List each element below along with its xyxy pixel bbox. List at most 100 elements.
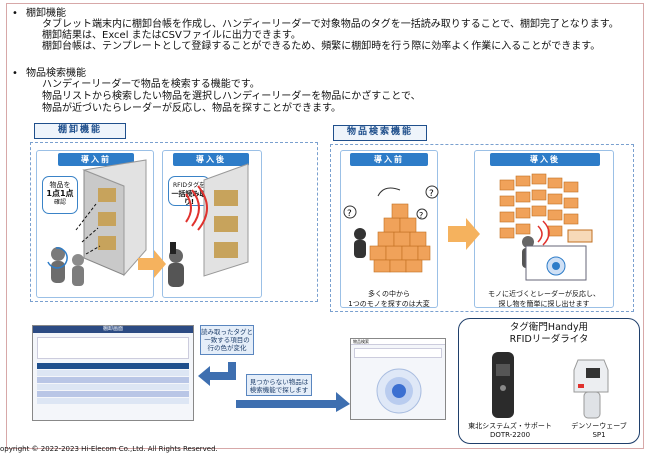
box-icon: [98, 188, 116, 202]
device1-label: 東北システムズ・サポート DOTR-2200: [459, 422, 561, 440]
screen-form: [354, 348, 442, 358]
radar-display: [376, 368, 422, 414]
bubble-line-3: 確認: [53, 199, 66, 206]
section2-line-3: 物品が近づいたらレーダーが反応し、物品を探すことができます。: [42, 103, 341, 114]
section1-line-2: 棚卸結果は、Excel またはCSVファイルに出力できます。: [42, 30, 301, 41]
search-diagram: [330, 144, 634, 312]
device1-model: DOTR-2200: [489, 431, 531, 439]
table-row: [37, 370, 189, 376]
section2-line-1: ハンディーリーダーで物品を検索する機能です。: [42, 79, 260, 90]
person-body-icon: [51, 261, 65, 283]
screen-table-header: [37, 363, 189, 369]
screen-title-bar: 棚卸画面: [33, 326, 193, 333]
box-icon: [98, 236, 116, 250]
radar-center-icon: [552, 262, 560, 270]
inventory-after-bubble: RFIDタグを 一括読み取り!: [168, 176, 210, 206]
bullet-1: •: [12, 8, 18, 19]
table-row: [37, 377, 189, 383]
question-icon: [425, 185, 439, 199]
screen-form: [37, 337, 189, 359]
transition-arrow-icon: [138, 250, 166, 278]
section1-heading: 棚卸機能: [26, 8, 66, 19]
search-after-label: 導入後: [490, 153, 600, 166]
read-tags-note: 読み取ったタグと 一致する項目の 行の色が変化: [200, 325, 254, 355]
inventory-illustration: [47, 159, 249, 287]
section1-line-3: 棚卸台帳は、テンプレートとして登録することができるため、頻繁に棚卸時を行う際に効…: [42, 41, 601, 52]
screen-title-bar: 物品検索: [351, 339, 445, 345]
caption-line-1: 多くの中から: [368, 290, 410, 298]
table-row: [37, 398, 189, 404]
box-icon: [98, 212, 116, 226]
note-line-2: 一致する項目の: [204, 336, 250, 344]
box-pile-icon: [369, 203, 431, 273]
cycle-arrow-icon: [47, 247, 68, 269]
device1-maker: 東北システムズ・サポート: [468, 422, 552, 430]
device-button-icon: [500, 385, 506, 391]
section1-line-1: タブレット端末内に棚卸台帳を作成し、ハンディーリーダーで対象物品のタグを一括読み…: [42, 19, 619, 30]
forward-arrow-icon: [236, 392, 350, 412]
section2-line-2: 物品リストから検索したい物品を選択しハンディーリーダーを物品にかざすことで、: [42, 91, 421, 102]
question-mark: ?: [429, 189, 434, 199]
box-icon: [214, 190, 238, 206]
tag-icon: [567, 229, 593, 243]
inventory-diagram: [30, 142, 318, 302]
search-screen-thumbnail: 物品検索: [350, 338, 446, 420]
note-line-1: 読み取ったタグと: [201, 328, 253, 336]
note-line-3: 行の色が変化: [207, 344, 247, 352]
search-title-badge: 物品検索機能: [333, 125, 427, 141]
device2-maker: デンソーウェーブ: [571, 422, 627, 430]
inventory-before-bubble: 物品を 1点1点 確認: [42, 176, 78, 214]
person-head-icon: [51, 247, 65, 261]
copyright-text: opyright © 2022-2023 Hi-Elecom Co.,Ltd. …: [0, 445, 218, 453]
device-title-line-1: タグ衛門Handy用: [509, 322, 589, 333]
handy-reader-icon: [170, 242, 176, 254]
person-head-icon: [522, 236, 534, 248]
device-logo-icon: [578, 384, 584, 388]
question-mark: ?: [347, 209, 352, 219]
caption-line-2: 探し物を簡単に探し出せます: [498, 300, 590, 308]
bubble-line-1: 物品を: [49, 181, 71, 189]
bubble-line-2: 1点1点: [46, 189, 74, 198]
transition-arrow-icon: [448, 218, 480, 250]
box-icon: [214, 242, 238, 258]
radio-wave-icon: [537, 220, 550, 246]
caption-line-2: 1つのモノを探すのは大変: [348, 300, 430, 308]
search-illustration: ? ? ?: [343, 173, 593, 281]
dashed-arrow-icon: [75, 203, 101, 255]
search-before-caption: 多くの中から 1つのモノを探すのは大変: [342, 289, 436, 309]
box-icon: [214, 216, 238, 232]
question-mark: ?: [419, 211, 423, 220]
box-shelf-icon: [499, 173, 579, 239]
device-panel: [458, 318, 640, 444]
device-screen-icon: [496, 364, 510, 376]
inventory-after-label: 導入後: [173, 153, 249, 166]
search-before-label: 導入前: [350, 153, 428, 166]
person-body-icon: [168, 263, 184, 287]
section2-heading: 物品検索機能: [26, 68, 86, 79]
inventory-screen-thumbnail: 棚卸画面: [32, 325, 194, 421]
person-head-icon: [72, 254, 84, 266]
note-line-1: 見つからない物品は: [249, 378, 309, 386]
device-screen-icon: [586, 368, 600, 378]
device2-label: デンソーウェーブ SP1: [560, 422, 638, 440]
search-after-caption: モノに近づくとレーダーが反応し、 探し物を簡単に探し出せます: [476, 289, 612, 309]
slide-frame: [6, 3, 644, 449]
table-row: [37, 391, 189, 397]
shelf-back: [82, 159, 147, 277]
question-icon: [416, 208, 428, 220]
bullet-2: •: [12, 68, 18, 79]
not-found-note: 見つからない物品は 検索機能で探します: [246, 374, 312, 396]
note-line-2: 検索機能で探します: [249, 386, 309, 394]
device-images: [492, 352, 609, 419]
person-body-icon: [72, 266, 84, 286]
flow-arrows: [198, 362, 350, 412]
bubble-line-2: 一括読み取り!: [171, 190, 207, 206]
person-head-icon: [354, 228, 366, 240]
device2-model: SP1: [592, 431, 606, 439]
table-row: [37, 384, 189, 390]
curved-arrow-icon: [377, 187, 401, 197]
inventory-title-badge: 棚卸機能: [34, 123, 126, 139]
caption-line-1: モノに近づくとレーダーが反応し、: [488, 290, 600, 298]
person-body-icon: [354, 240, 366, 258]
inventory-before-label: 導入前: [58, 153, 134, 166]
